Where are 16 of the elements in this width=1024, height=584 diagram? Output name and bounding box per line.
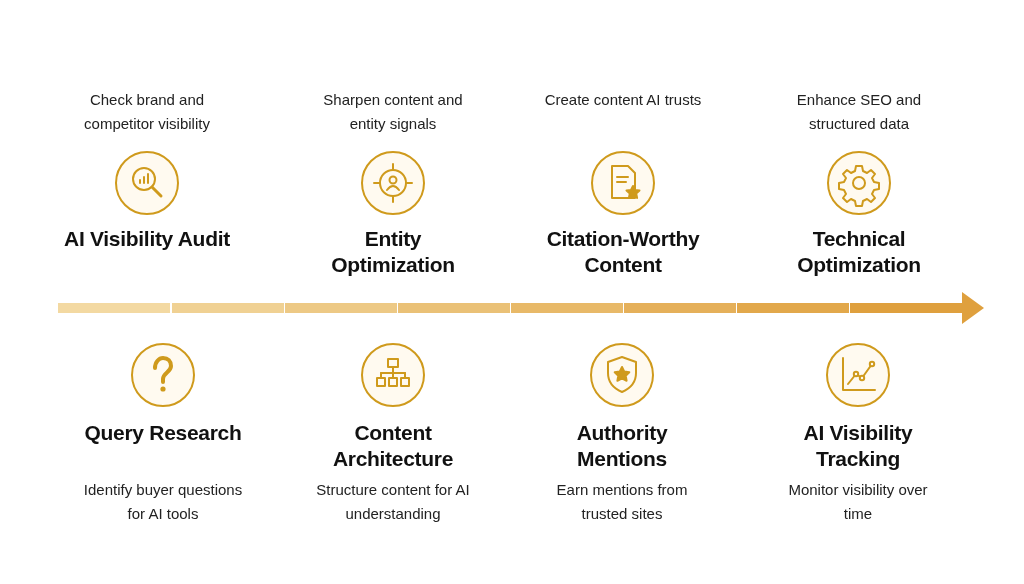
step-title: Query Research xyxy=(83,420,243,446)
step-description: Sharpen content and entity signals xyxy=(322,90,464,134)
step-description: Identify buyer questions for AI tools xyxy=(83,480,243,524)
step-description: Create content AI trusts xyxy=(543,90,703,110)
step-title: Citation-Worthy Content xyxy=(545,226,701,278)
step-description: Check brand and competitor visibility xyxy=(83,90,211,134)
step-description: Monitor visibility over time xyxy=(787,480,929,524)
step-description: Earn mentions from trusted sites xyxy=(555,480,689,524)
step-title: AI Visibility Audit xyxy=(63,226,231,252)
step-title: Entity Optimization xyxy=(330,226,456,278)
step-title: Authority Mentions xyxy=(575,420,669,472)
step-description: Enhance SEO and structured data xyxy=(795,90,923,134)
step-description: Structure content for AI understanding xyxy=(315,480,471,524)
step-title: AI Visibility Tracking xyxy=(802,420,914,472)
step-title: Content Architecture xyxy=(331,420,455,472)
step-title: Technical Optimization xyxy=(796,226,922,278)
